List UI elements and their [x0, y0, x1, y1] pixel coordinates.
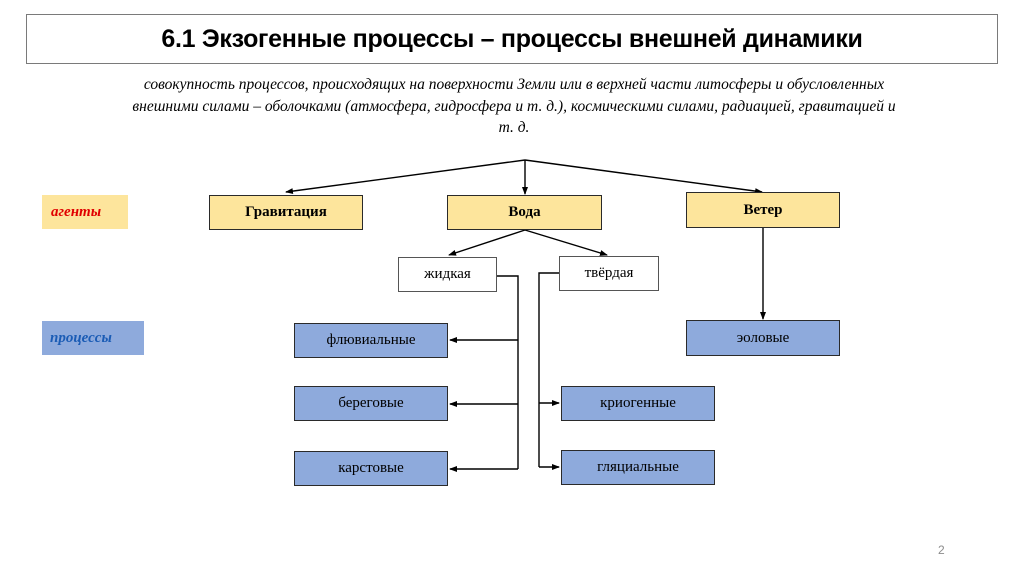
arrow-to-liquid	[448, 229, 526, 256]
definition-line-2: внешними силами – оболочками (атмосфера,…	[132, 97, 896, 115]
process-coastal: береговые	[294, 386, 448, 421]
process-fluvial: флювиальные	[294, 323, 448, 358]
processes-row-label: процессы	[42, 321, 144, 355]
process-glacial: гляциальные	[561, 450, 715, 485]
agent-wind: Ветер	[686, 192, 840, 228]
process-karst: карстовые	[294, 451, 448, 486]
definition-text: совокупность процессов, происходящих на …	[30, 74, 998, 139]
process-aeolian: эоловые	[686, 320, 840, 356]
agent-gravity: Гравитация	[209, 195, 363, 230]
page-number: 2	[938, 543, 945, 557]
water-state-liquid: жидкая	[398, 257, 497, 292]
agents-row-label: агенты	[42, 195, 128, 229]
title-box: 6.1 Экзогенные процессы – процессы внешн…	[26, 14, 998, 64]
arrow-to-gravity	[285, 159, 526, 195]
slide-title: 6.1 Экзогенные процессы – процессы внешн…	[161, 24, 863, 53]
arrow-to-wind	[524, 159, 763, 195]
water-state-solid: твёрдая	[559, 256, 659, 291]
definition-line-3: т. д.	[498, 119, 530, 136]
process-cryogenic: криогенные	[561, 386, 715, 421]
definition-line-1: совокупность процессов, происходящих на …	[143, 76, 885, 93]
solid-trunk	[538, 272, 559, 467]
liquid-trunk	[497, 275, 519, 469]
arrow-to-solid	[524, 229, 608, 256]
agent-water: Вода	[447, 195, 602, 230]
